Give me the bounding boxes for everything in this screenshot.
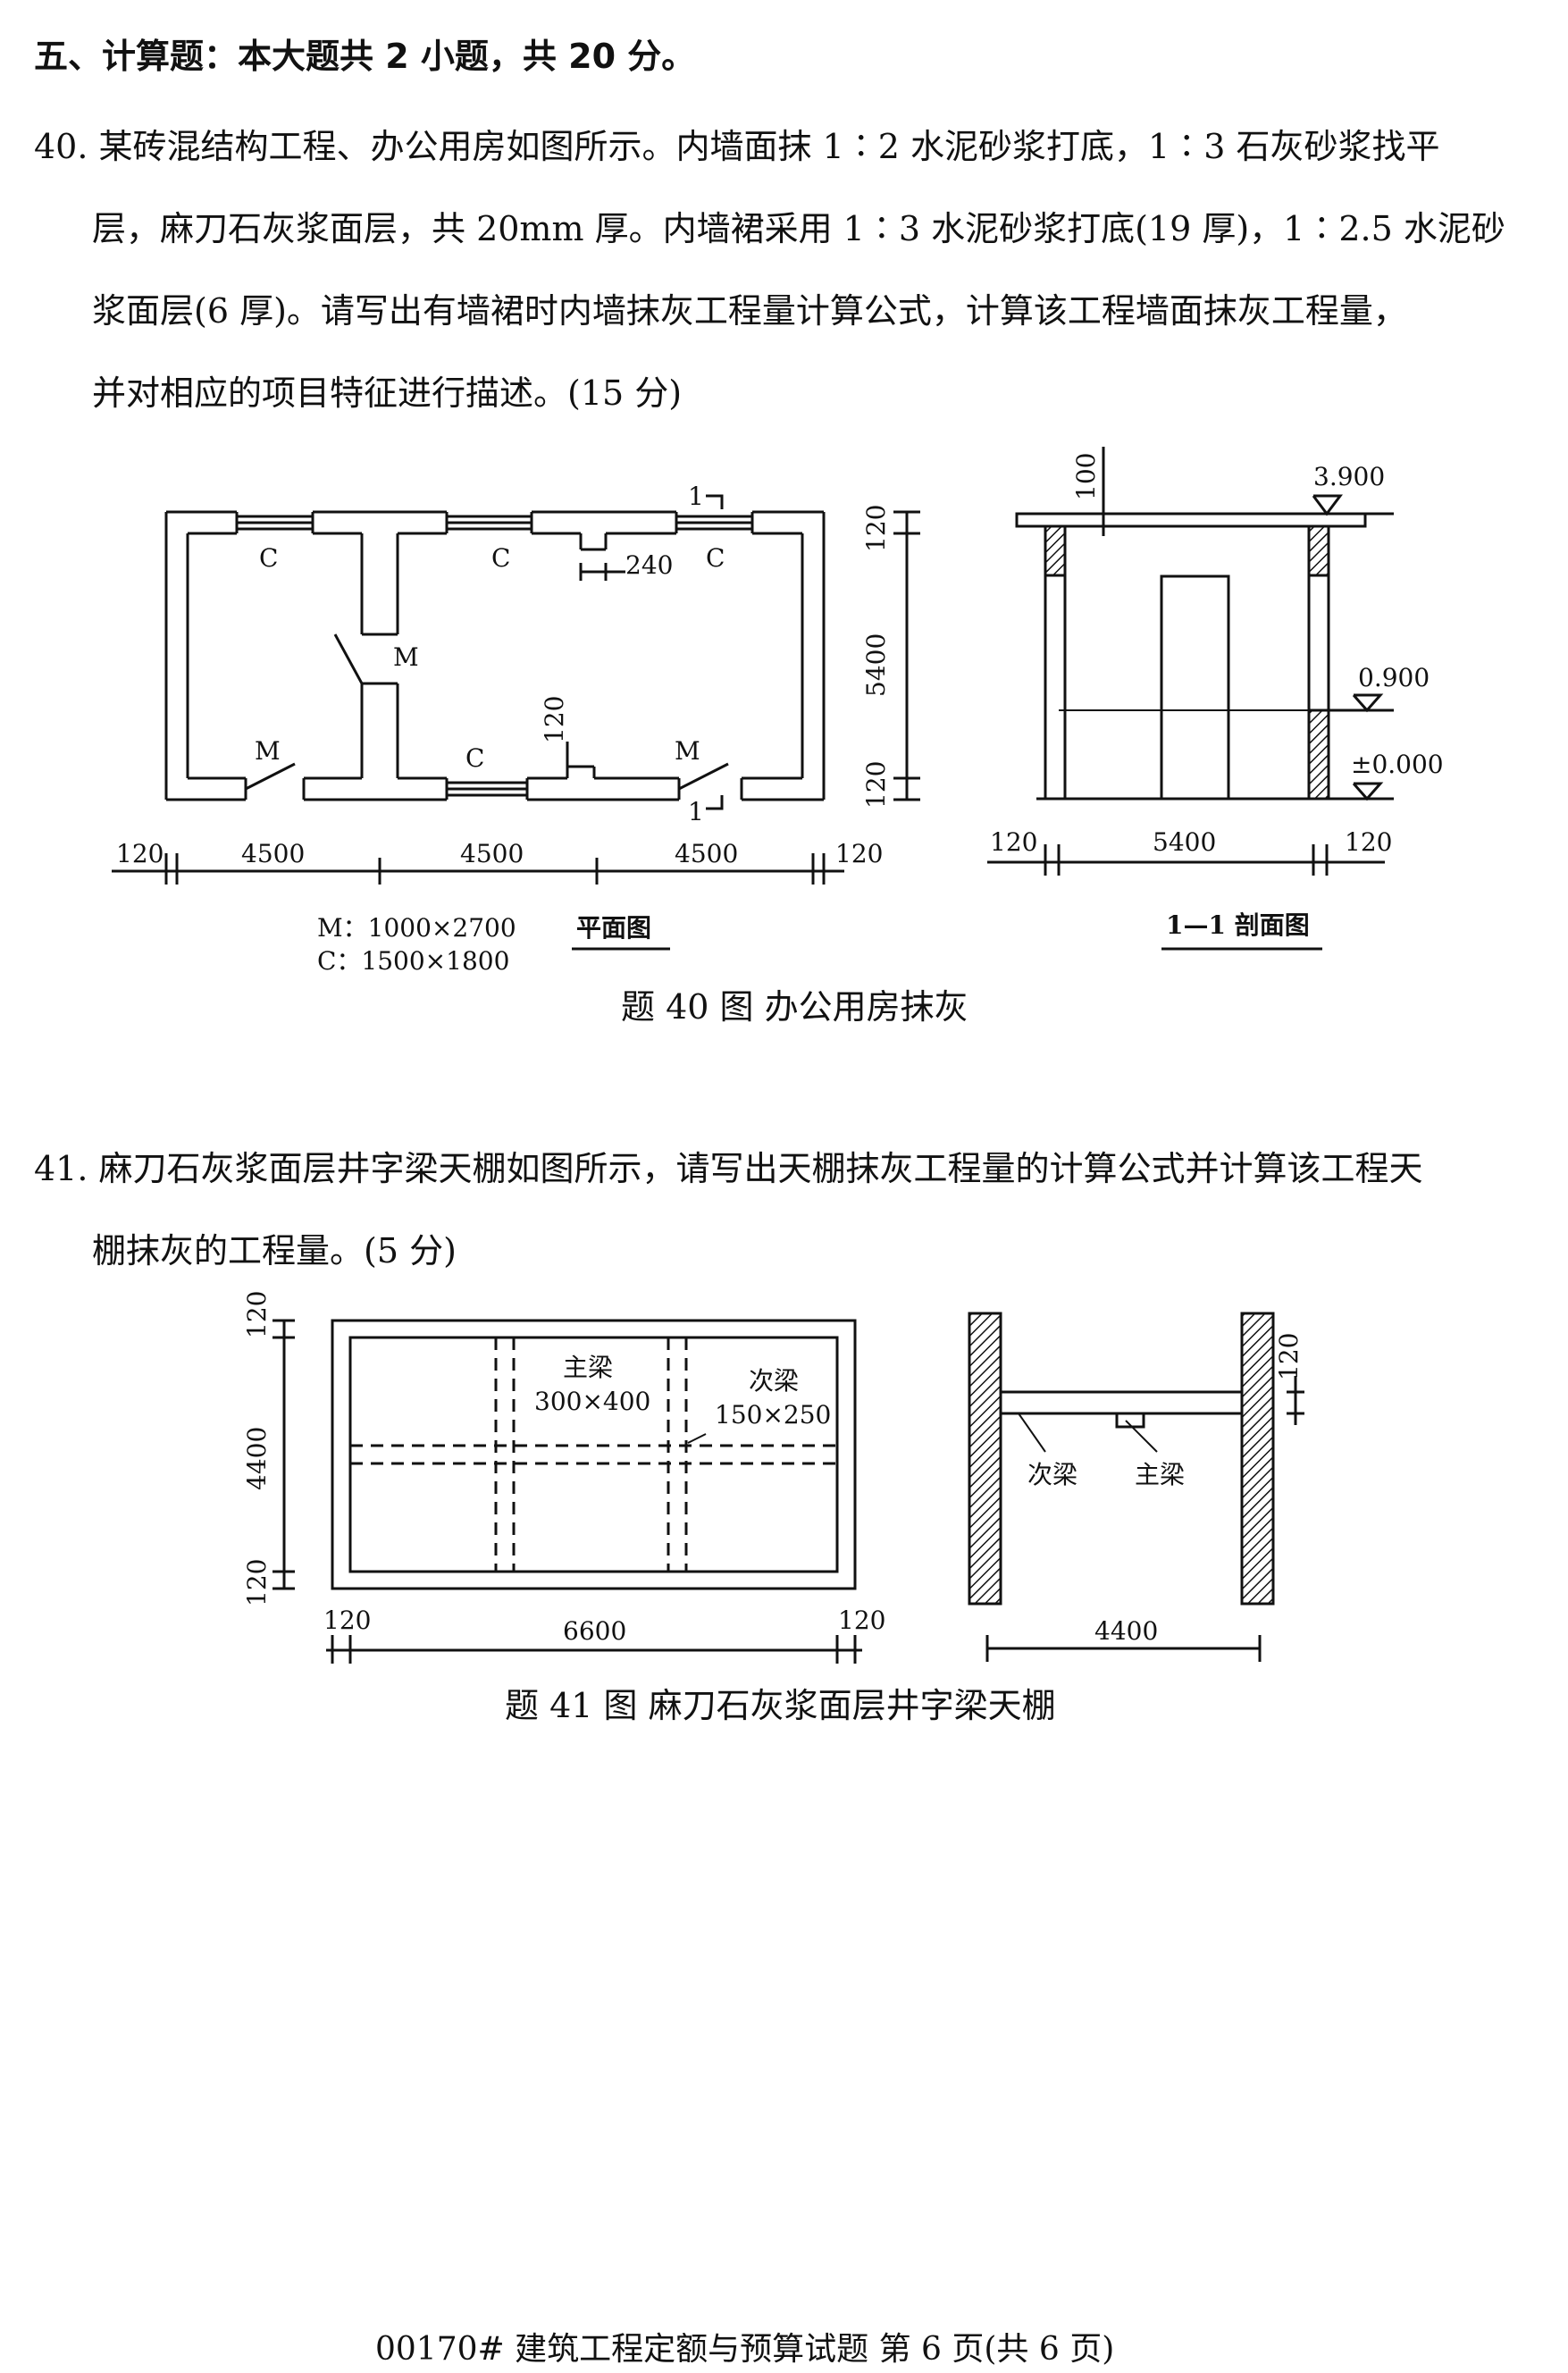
section-41 bbox=[968, 1312, 1304, 1662]
plan40-legend-m: M：1000×2700 bbox=[317, 913, 516, 943]
section-heading: 五、计算题：本大题共 2 小题，共 20 分。 bbox=[34, 37, 696, 76]
section40-dim-bottom-1: 120 bbox=[990, 827, 1037, 857]
plan40-window-label-2: C bbox=[491, 543, 510, 573]
plan41-main-beam-label: 主梁 bbox=[563, 1353, 613, 1382]
plan40-door-label-3: M bbox=[675, 736, 700, 766]
question-41-line-2: 棚抹灰的工程量。(5 分) bbox=[92, 1231, 457, 1270]
plan41-dim-left-2: 4400 bbox=[242, 1427, 272, 1490]
plan41-dim-bottom-3: 120 bbox=[838, 1606, 885, 1635]
question-40-line-3: 浆面层(6 厚)。请写出有墙裙时内墙抹灰工程量计算公式，计算该工程墙面抹灰工程量… bbox=[92, 291, 1407, 331]
question-40-line-2: 层，麻刀石灰浆面层，共 20mm 厚。内墙裙采用 1∶3 水泥砂浆打底(19 厚… bbox=[92, 209, 1505, 248]
figure-41-caption: 题 41 图 麻刀石灰浆面层井字梁天棚 bbox=[505, 1686, 1056, 1725]
plan40-door-label-2: M bbox=[255, 736, 281, 766]
plan40-door-label-1: M bbox=[393, 642, 419, 672]
section-40 bbox=[987, 447, 1394, 951]
section40-dim-bottom-2: 5400 bbox=[1153, 827, 1216, 857]
plan40-dim-bottom-2: 4500 bbox=[241, 839, 305, 868]
plan40-section-mark-top: 1 bbox=[688, 482, 704, 511]
plan40-dim-bottom-3: 4500 bbox=[460, 839, 524, 868]
section40-elev-mid: 0.900 bbox=[1358, 663, 1430, 692]
section41-main-beam-label: 主梁 bbox=[1135, 1460, 1185, 1489]
plan40-dim-240: 240 bbox=[625, 550, 673, 580]
question-40-line-4: 并对相应的项目特征进行描述。(15 分) bbox=[92, 373, 683, 413]
plan41-sec-beam-size: 150×250 bbox=[715, 1400, 831, 1430]
section40-dim-100: 100 bbox=[1071, 453, 1101, 500]
plan-40 bbox=[112, 494, 920, 951]
plan40-legend-c: C：1500×1800 bbox=[317, 946, 509, 976]
plan41-dim-bottom-1: 120 bbox=[323, 1606, 371, 1635]
page-footer: 00170# 建筑工程定额与预算试题 第 6 页(共 6 页) bbox=[375, 2331, 1115, 2368]
plan41-sec-beam-label: 次梁 bbox=[749, 1366, 799, 1396]
section40-elev-zero: ±0.000 bbox=[1351, 750, 1444, 779]
plan40-title: 平面图 bbox=[576, 913, 651, 943]
section40-elev-top: 3.900 bbox=[1313, 462, 1385, 491]
plan41-dim-left-3: 120 bbox=[242, 1559, 272, 1606]
question-40-line-1: 40. 某砖混结构工程、办公用房如图所示。内墙面抹 1∶2 水泥砂浆打底，1∶3… bbox=[34, 127, 1440, 166]
section40-dim-bottom-3: 120 bbox=[1345, 827, 1392, 857]
plan40-dim-5400: 5400 bbox=[861, 633, 891, 697]
section41-dim-bottom: 4400 bbox=[1094, 1616, 1158, 1646]
plan41-dim-bottom-2: 6600 bbox=[563, 1616, 626, 1646]
plan40-dim-120-top: 120 bbox=[861, 505, 891, 552]
section41-dim-120: 120 bbox=[1274, 1333, 1304, 1380]
plan40-dim-120-inner: 120 bbox=[540, 696, 569, 743]
plan40-window-label-3: C bbox=[706, 543, 725, 573]
figure-40-caption: 题 40 图 办公用房抹灰 bbox=[621, 987, 968, 1027]
question-41-line-1: 41. 麻刀石灰浆面层井字梁天棚如图所示，请写出天棚抹灰工程量的计算公式并计算该… bbox=[34, 1149, 1423, 1188]
plan40-dim-bottom-5: 120 bbox=[835, 839, 883, 868]
plan-41 bbox=[273, 1319, 862, 1664]
plan40-dim-120-bottom: 120 bbox=[861, 761, 891, 809]
plan40-section-mark-bottom: 1 bbox=[688, 797, 704, 826]
plan41-main-beam-size: 300×400 bbox=[534, 1387, 650, 1416]
plan41-dim-left-1: 120 bbox=[242, 1291, 272, 1338]
plan40-dim-bottom-4: 4500 bbox=[675, 839, 738, 868]
plan40-window-label-1: C bbox=[259, 543, 278, 573]
plan40-window-label-4: C bbox=[465, 743, 484, 773]
plan40-dim-bottom-1: 120 bbox=[116, 839, 164, 868]
section41-sec-beam-label: 次梁 bbox=[1027, 1460, 1077, 1489]
section40-title: 1—1 剖面图 bbox=[1166, 910, 1310, 940]
